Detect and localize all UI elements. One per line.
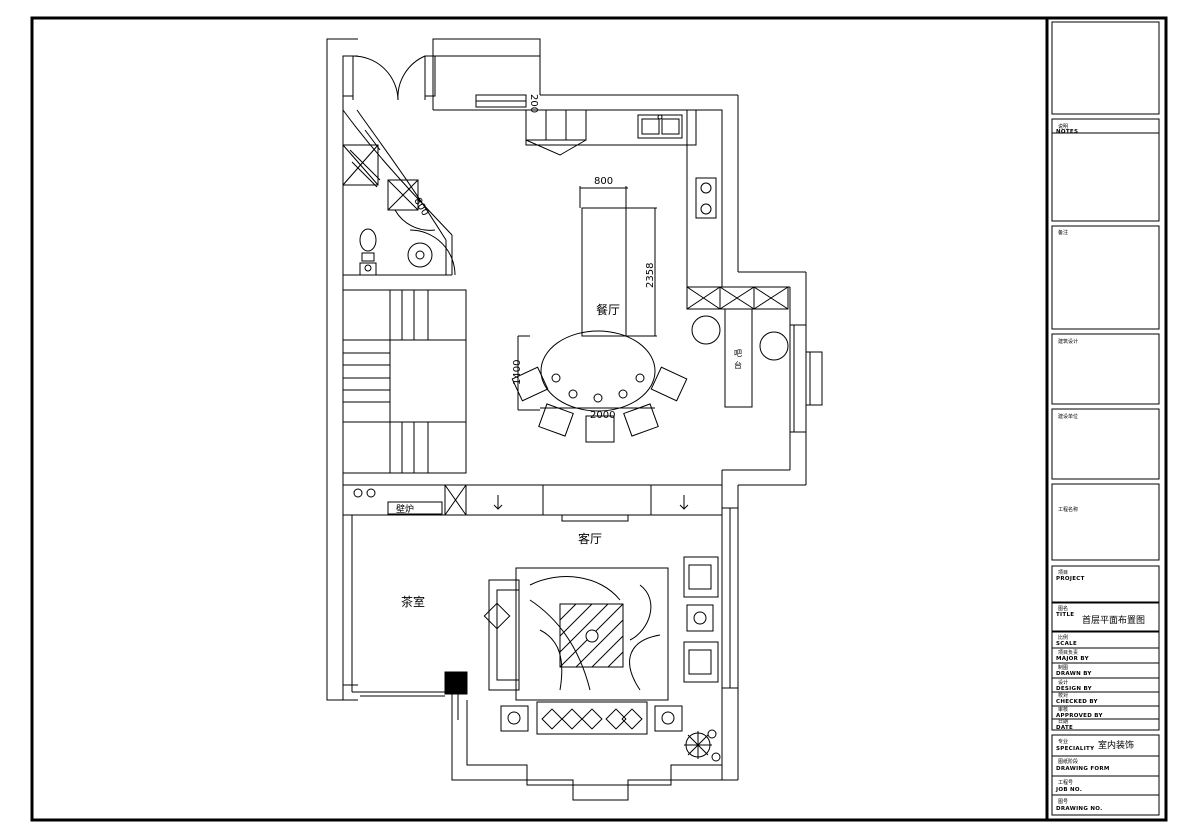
- entry-double-door: [342, 55, 436, 101]
- architecture-cn: 建筑设计: [1058, 338, 1078, 345]
- job-cn: 工程号: [1058, 779, 1073, 786]
- drawing-no-en: DRAWING NO.: [1056, 806, 1103, 812]
- notes-cn: 说明: [1058, 123, 1068, 130]
- bar-counter: [691, 308, 789, 408]
- scale-en: SCALE: [1056, 641, 1077, 647]
- living-right-window: [721, 507, 739, 689]
- project-cn: 项目: [1058, 570, 1068, 576]
- bay-window: [790, 324, 823, 433]
- drawn-en: DRAWN BY: [1056, 671, 1092, 677]
- drawing-no-cn: 图号: [1058, 799, 1068, 805]
- remarks-cn: 备注: [1058, 229, 1068, 236]
- client-cn: 建设单位: [1058, 413, 1078, 420]
- dim-counter-top: 200: [528, 94, 539, 113]
- tea-room-wall: [342, 515, 468, 720]
- major-en: MAJOR BY: [1056, 656, 1090, 662]
- checked-en: CHECKED BY: [1056, 699, 1099, 705]
- sofa-set: [483, 556, 721, 762]
- speciality-value: 室内装饰: [1098, 739, 1134, 751]
- approved-en: APPROVED BY: [1056, 713, 1103, 719]
- room-labels: 餐厅 客厅 茶室 吧 台 壁炉: [396, 302, 742, 609]
- tea-room-label: 茶室: [401, 594, 425, 609]
- date-en: DATE: [1056, 725, 1073, 731]
- title-block-text: 说明 NOTES 备注 建筑设计 建设单位 工程名称 项目 PROJECT 图名…: [1055, 123, 1145, 812]
- title-block: [1051, 21, 1160, 816]
- dining-table-group: [511, 330, 688, 443]
- outer-frame: [30, 16, 1168, 822]
- dim-door-arc: 800: [411, 196, 430, 218]
- dim-island-width: 800: [594, 176, 613, 187]
- drawing-title: 首层平面布置图: [1082, 614, 1145, 626]
- job-en: JOB NO.: [1055, 787, 1082, 793]
- title-en: TITLE: [1056, 612, 1074, 618]
- drawn-cn: 制图: [1058, 664, 1068, 671]
- approved-cn: 审核: [1058, 706, 1068, 713]
- fireplace-wall: [342, 484, 723, 522]
- living-room-label: 客厅: [578, 531, 602, 546]
- dining-room-label: 餐厅: [596, 302, 620, 317]
- toilet: [359, 228, 377, 276]
- dim-table-depth: 1400: [512, 360, 523, 385]
- exterior-walls: [326, 38, 807, 801]
- bar-label-1: 吧: [734, 349, 742, 358]
- title-cn: 图名: [1058, 605, 1068, 612]
- notes-en: NOTES: [1056, 129, 1078, 135]
- speciality-en: SPECIALITY: [1056, 746, 1095, 752]
- speciality-cn: 专业: [1058, 738, 1068, 745]
- checked-cn: 校对: [1058, 692, 1068, 699]
- design-cn: 设计: [1058, 679, 1068, 686]
- staircase: [342, 289, 467, 474]
- design-en: DESIGN BY: [1056, 686, 1093, 692]
- bar-label-2: 台: [734, 360, 742, 370]
- curved-wall: [342, 109, 453, 276]
- project-en: PROJECT: [1056, 576, 1085, 582]
- floor-plan: [326, 38, 823, 801]
- project-name-cn: 工程名称: [1058, 506, 1078, 513]
- fireplace-label: 壁炉: [396, 503, 414, 515]
- dim-island-length: 2358: [645, 263, 656, 288]
- scale-cn: 比例: [1058, 634, 1068, 641]
- form-cn: 图纸阶段: [1058, 758, 1078, 765]
- dim-table-length: 2000: [590, 410, 615, 421]
- shower: [407, 229, 456, 276]
- kitchen-counter: [475, 94, 789, 310]
- major-cn: 项目负责: [1058, 649, 1078, 656]
- kitchen-island: [579, 186, 657, 337]
- form-en: DRAWING FORM: [1056, 766, 1110, 772]
- date-cn: 日期: [1058, 719, 1068, 725]
